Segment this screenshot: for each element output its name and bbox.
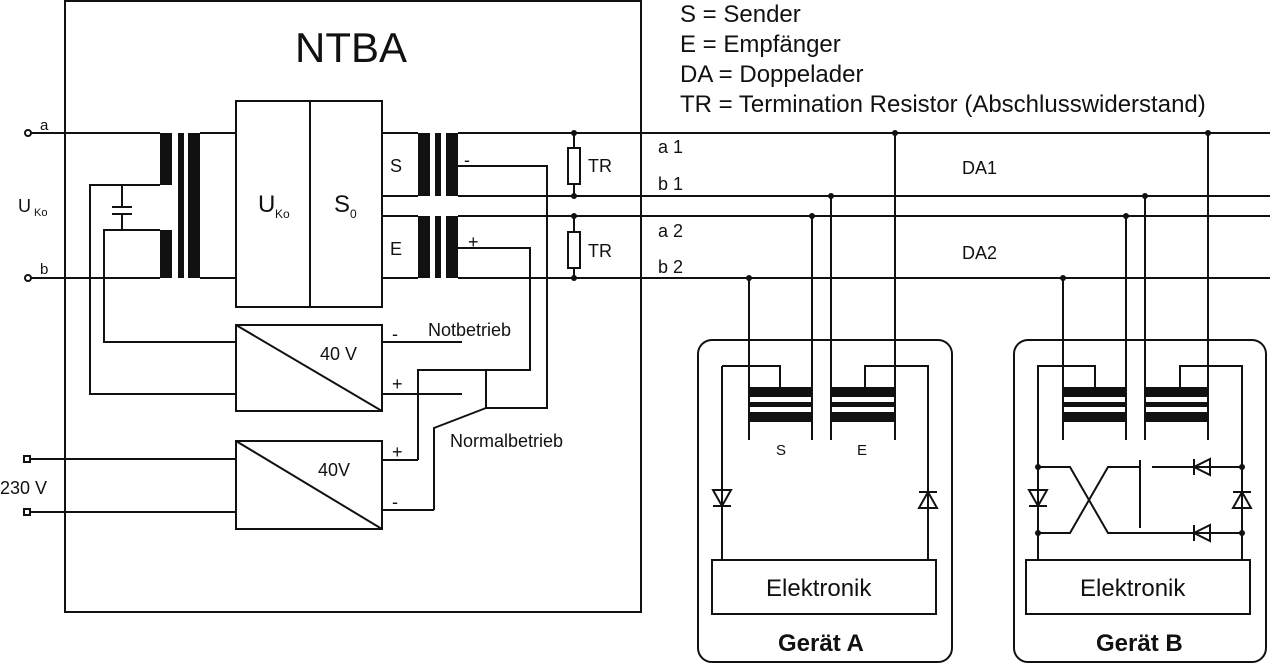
line-transformer [160, 132, 236, 279]
conv1-voltage: 40 V [320, 344, 357, 364]
device-a-electronics: Elektronik [766, 575, 872, 602]
legend-termination: TR = Termination Resistor (Abschlusswide… [680, 91, 1206, 118]
terminal-b-label: b [40, 261, 48, 278]
mains-input: 230 V [0, 455, 236, 516]
termination-resistors: TR TR [567, 130, 612, 281]
device-b-electronics-box [1025, 559, 1251, 615]
diode-a-right [917, 489, 939, 509]
device-b-electronics: Elektronik [1080, 575, 1186, 602]
s0-box-label: S [334, 191, 350, 218]
converter-notbetrieb: 40 V - + Notbetrieb [235, 320, 511, 412]
uko-left-label: U [18, 196, 31, 216]
diode-b-bottom [1191, 523, 1211, 543]
center-tap-capacitor [89, 184, 236, 395]
e-center-tap-wire [458, 247, 531, 371]
normalbetrieb-label: Normalbetrieb [450, 431, 563, 451]
legend: S = Sender E = Empfänger DA = Doppelader… [680, 1, 1206, 118]
device-a-e-label: E [857, 442, 867, 459]
power-switch: Normalbetrieb [417, 369, 563, 510]
bus-da1-label: DA1 [962, 158, 997, 178]
device-a-s-label: S [776, 442, 786, 459]
device-a-title: Gerät A [778, 630, 864, 657]
bus-da2-label: DA2 [962, 243, 997, 263]
conv2-voltage: 40V [318, 460, 350, 480]
terminal-a-label: a [40, 117, 49, 134]
converter-normalbetrieb: 40V + - [235, 440, 434, 530]
ntba-e-label: E [390, 239, 402, 259]
conv1-plus: + [392, 374, 403, 394]
conv1-minus: - [392, 324, 398, 344]
tr2-label: TR [588, 241, 612, 261]
terminal-b-circle [24, 274, 32, 282]
ntba-plus-top: + [468, 232, 479, 252]
ntba-frame [64, 0, 642, 613]
legend-double-wire: DA = Doppelader [680, 61, 863, 88]
diode-b-top [1191, 457, 1211, 477]
ntba-minus-top: - [464, 150, 470, 170]
s-e-transformers: S E - + [382, 132, 479, 279]
conv2-plus: + [392, 442, 403, 462]
tr1-label: TR [588, 156, 612, 176]
bus-a2-label: a 2 [658, 221, 683, 241]
ntba-title: NTBA [295, 24, 407, 71]
s-center-tap-wire [458, 165, 548, 409]
s0-bus: a 1 b 1 a 2 b 2 DA1 DA2 [458, 132, 1270, 279]
device-a-electronics-box [711, 559, 937, 615]
device-a: S E Elektronik Gerät A [697, 130, 953, 663]
uko-box-subscript: Ko [275, 207, 290, 221]
s0-box-subscript: 0 [350, 207, 357, 221]
terminal-a-circle [24, 129, 32, 137]
uko-box-label: U [258, 191, 275, 218]
diode-b-left [1027, 489, 1049, 509]
bus-b1-label: b 1 [658, 174, 683, 194]
diode-b-right [1231, 489, 1253, 509]
device-b-title: Gerät B [1096, 630, 1183, 657]
uko-left-subscript: Ko [34, 207, 47, 219]
ntba-s-label: S [390, 156, 402, 176]
device-b: Elektronik Gerät B [1013, 130, 1267, 663]
diode-a-left [711, 489, 733, 509]
mains-label: 230 V [0, 478, 47, 498]
uko-terminals: a b U Ko [18, 117, 49, 282]
bus-b2-label: b 2 [658, 257, 683, 277]
conv2-minus: - [392, 492, 398, 512]
notbetrieb-label: Notbetrieb [428, 320, 511, 340]
legend-sender: S = Sender [680, 1, 801, 28]
bus-a1-label: a 1 [658, 137, 683, 157]
legend-receiver: E = Empfänger [680, 31, 841, 58]
